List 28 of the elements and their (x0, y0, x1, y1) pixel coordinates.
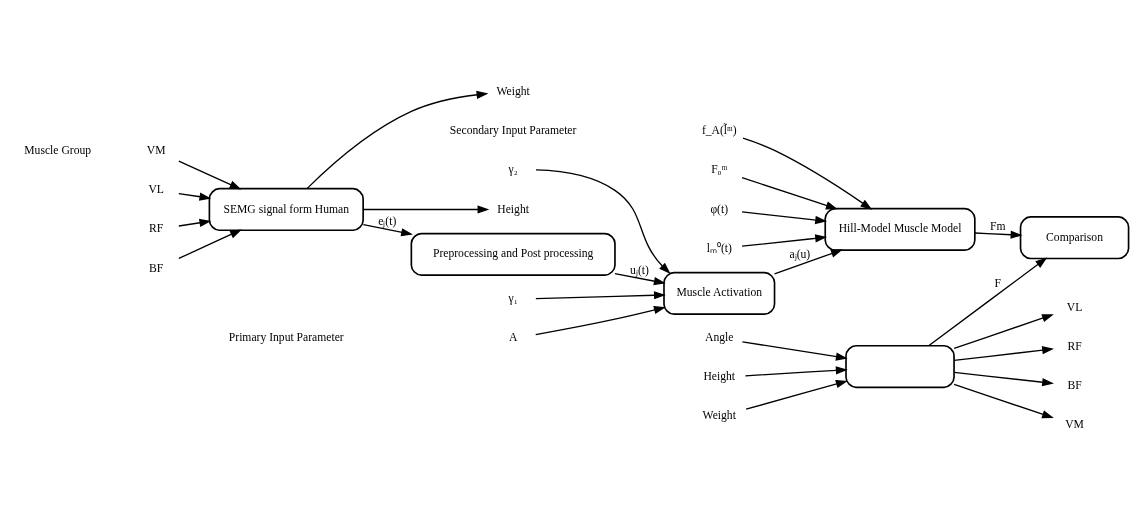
node-text: RF (149, 221, 164, 235)
node-text: γ₁ (508, 291, 518, 305)
edge-label: Fm (989, 219, 1006, 233)
node-text: F₀ᵐ (711, 162, 728, 176)
node-text: A (508, 330, 518, 344)
node-text: BF (1067, 378, 1082, 392)
label: Secondary Input Parameter (449, 123, 577, 137)
edge-label: aⱼ(u) (789, 247, 811, 261)
edge-label: uⱼ(t) (630, 263, 649, 277)
node-text: Height (703, 369, 736, 383)
node-text: Weight (702, 408, 736, 422)
node-text: φ(t) (710, 202, 729, 216)
node-text: f_A(l̃ᵐ) (701, 123, 737, 137)
node-text: VM (146, 143, 166, 157)
node-text: RF (1067, 339, 1082, 353)
edge-label: eⱼ(t) (378, 214, 397, 228)
label: Muscle Group (24, 143, 92, 157)
node-text: Weight (496, 84, 530, 98)
node-text: VM (1065, 417, 1084, 431)
node-text: Height (497, 202, 529, 216)
label: Primary Input Parameter (228, 330, 344, 344)
node-text: γ₂ (508, 162, 518, 176)
node-text: BF (149, 261, 164, 275)
node-text: VL (148, 182, 164, 196)
node-text: VL (1066, 300, 1083, 314)
node-text: lₘ⁰(t) (706, 241, 732, 255)
node-text: Angle (705, 330, 734, 344)
edge-label: F (994, 276, 1001, 290)
